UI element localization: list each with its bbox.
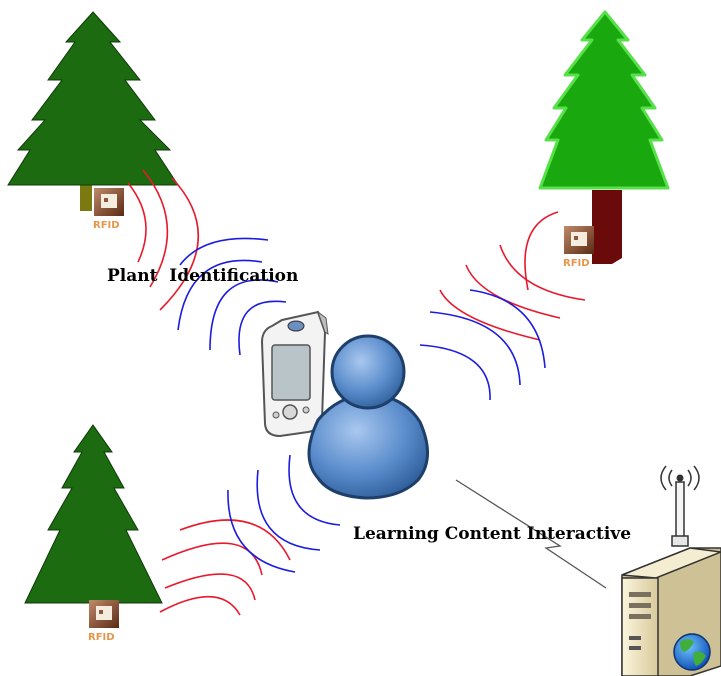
- rfid-label: RFID: [88, 632, 115, 643]
- signal-waves-right: [419, 211, 586, 401]
- tree-trunk: [80, 183, 92, 211]
- rfid-label: RFID: [563, 258, 590, 269]
- tree-trunk: [592, 190, 622, 264]
- pda-icon: [260, 310, 329, 438]
- tree-foliage: [538, 10, 670, 190]
- pda-screen: [271, 344, 311, 401]
- tree-icon-top-right: [538, 10, 670, 264]
- user-icon: [307, 334, 430, 500]
- tree-foliage: [24, 424, 163, 604]
- rfid-tag-icon: RFID: [88, 600, 119, 643]
- tree-foliage: [7, 11, 179, 186]
- globe-icon: [673, 633, 711, 671]
- signal-waves-top-left: [127, 169, 287, 356]
- antenna-icon: [660, 465, 700, 547]
- rfid-tag-icon: RFID: [563, 226, 594, 269]
- rfid-tag-icon: RFID: [93, 188, 124, 231]
- learning-content-interactive-label: Learning Content Interactive: [353, 524, 631, 544]
- tree-icon-top-left: [7, 11, 179, 211]
- server-icon: [621, 465, 721, 676]
- signal-waves-bottom: [159, 454, 341, 616]
- rfid-label: RFID: [93, 220, 120, 231]
- network-link: [455, 479, 607, 589]
- tree-icon-bottom-left: [24, 424, 163, 604]
- plant-identification-label: Plant Identification: [107, 266, 298, 286]
